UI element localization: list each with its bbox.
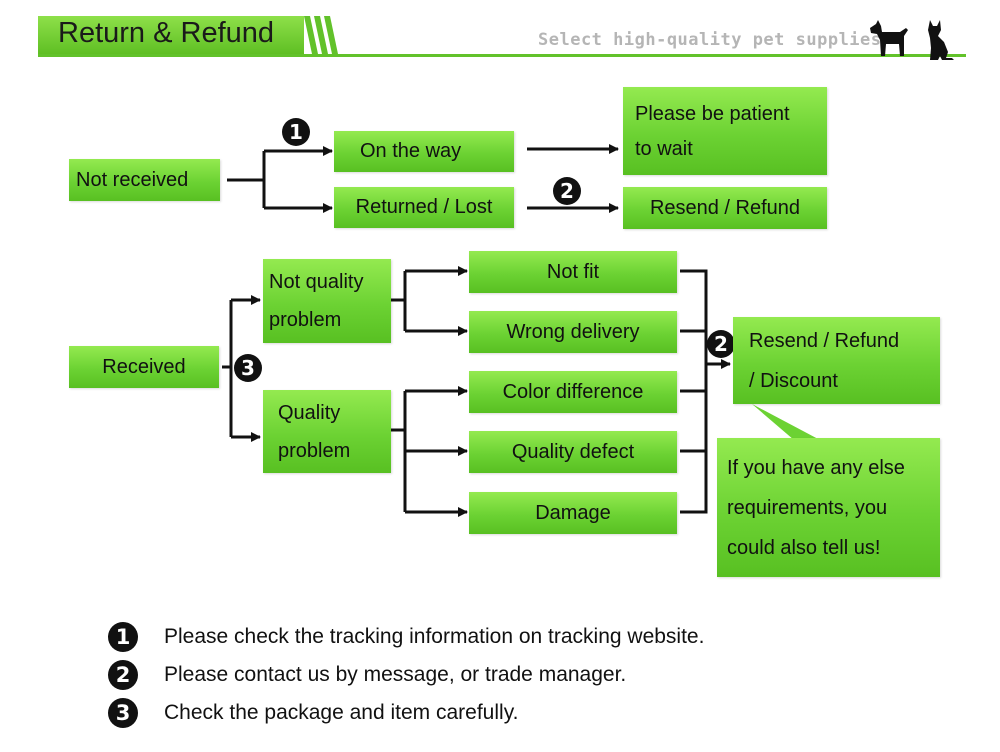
note-text-3: Check the package and item carefully. — [164, 701, 519, 724]
node-damage: Damage — [469, 492, 677, 534]
node-color-difference: Color difference — [469, 371, 677, 413]
node-not-fit: Not fit — [469, 251, 677, 293]
callout-pointer — [752, 404, 820, 440]
patient-line1: Please be patient — [635, 103, 790, 125]
mark-3: 3 — [234, 354, 262, 382]
mark-2-bottom: 2 — [707, 330, 735, 358]
header-banner — [38, 16, 304, 54]
note-3: 3 Check the package and item carefully. — [108, 698, 518, 728]
node-wrong-delivery: Wrong delivery — [469, 311, 677, 353]
not-quality-line2: problem — [269, 309, 342, 331]
callout-line3: could also tell us! — [727, 537, 881, 559]
node-resend-refund-top: Resend / Refund — [623, 187, 827, 229]
cat-icon — [928, 20, 954, 60]
header-stripes — [304, 16, 338, 54]
note-mark-3: 3 — [108, 698, 138, 728]
quality-line1: Quality — [278, 402, 341, 424]
node-not-quality-problem: Not quality problem — [263, 259, 391, 343]
node-returned-lost: Returned / Lost — [334, 187, 514, 228]
note-1: 1 Please check the tracking information … — [108, 622, 704, 652]
node-quality-defect: Quality defect — [469, 431, 677, 473]
page-title: Return & Refund — [58, 17, 275, 49]
callout-line2: requirements, you — [727, 497, 888, 519]
dog-icon — [870, 20, 908, 56]
not-quality-line1: Not quality — [269, 271, 364, 293]
node-not-received: Not received — [69, 159, 220, 201]
node-received: Received — [69, 346, 219, 388]
mark-1: 1 — [282, 118, 310, 146]
outcome-line1: Resend / Refund — [749, 330, 900, 352]
patient-line2: to wait — [635, 138, 693, 160]
note-mark-1: 1 — [108, 622, 138, 652]
outcome-line2: / Discount — [749, 370, 838, 392]
header-divider — [38, 54, 966, 57]
node-quality-problem: Quality problem — [263, 390, 391, 473]
node-on-the-way: On the way — [334, 131, 514, 172]
callout-line1: If you have any else — [727, 457, 905, 479]
note-mark-2: 2 — [108, 660, 138, 690]
slogan: Select high-quality pet supplies — [538, 30, 882, 50]
note-text-2: Please contact us by message, or trade m… — [164, 663, 627, 686]
note-text-1: Please check the tracking information on… — [164, 625, 705, 648]
callout-extra-requirements: If you have any else requirements, you c… — [717, 438, 940, 577]
quality-line2: problem — [278, 440, 351, 462]
mark-2-top: 2 — [553, 177, 581, 205]
node-resend-refund-discount: Resend / Refund / Discount — [733, 317, 940, 404]
note-2: 2 Please contact us by message, or trade… — [108, 660, 626, 690]
node-please-be-patient: Please be patient to wait — [623, 87, 827, 175]
